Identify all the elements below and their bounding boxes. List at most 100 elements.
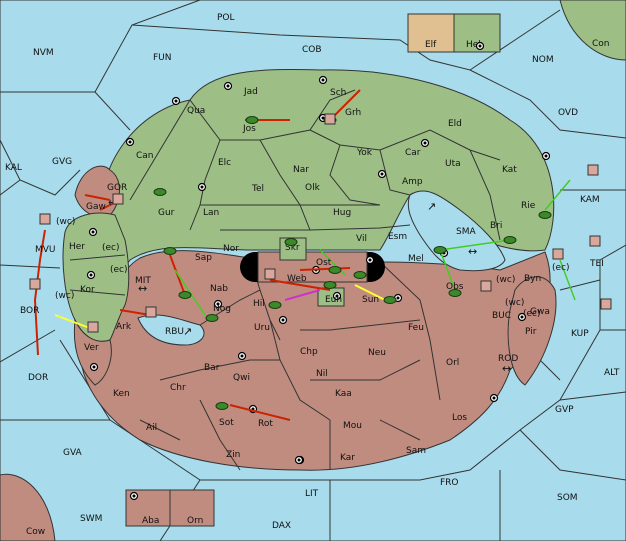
svg-text:↔: ↔	[138, 282, 147, 295]
province-label: Mou	[343, 421, 362, 431]
province-label: Los	[452, 413, 467, 423]
province-label: Neu	[368, 348, 386, 358]
sea-label: SWM	[80, 514, 102, 524]
supply-center-dot	[92, 365, 96, 369]
army-unit-icon	[178, 291, 192, 299]
supply-center-dot	[240, 354, 244, 358]
coast-mark: (ec)	[102, 243, 120, 253]
province-label: Cow	[26, 527, 45, 537]
supply-center-dot	[335, 294, 339, 298]
supply-center-dot	[492, 396, 496, 400]
hel-legend-label: Hel	[466, 40, 481, 50]
fleet-unit-icon	[600, 298, 612, 310]
province-label: Sun	[362, 295, 379, 305]
province-label: Vil	[356, 234, 367, 244]
supply-center-dot	[89, 273, 93, 277]
supply-center-dot	[368, 258, 372, 262]
west-island	[62, 165, 130, 386]
province-label: Bar	[204, 363, 220, 373]
province-label: Ark	[116, 322, 132, 332]
coast-marks: (wc)(ec)(ec)(wc)(wc)(ec)(wc)(ec)	[55, 217, 570, 319]
central-strip	[257, 251, 368, 283]
province-borders	[69, 89, 501, 471]
sea-label: GVG	[52, 157, 72, 167]
province-label: Byn	[524, 274, 541, 284]
fleet-unit-icon	[552, 248, 564, 260]
sea-label: FRO	[440, 478, 459, 488]
coast-mark: (ec)	[552, 263, 570, 273]
province-label: Rie	[521, 201, 536, 211]
sea-label: SMA	[456, 227, 476, 237]
province-label: Zin	[226, 450, 240, 460]
province-label: Con	[592, 39, 610, 49]
fleet-unit-icon	[480, 280, 492, 292]
province-label: Ail	[146, 423, 157, 433]
coast-mark: (wc)	[56, 217, 75, 227]
province-label: Chp	[300, 347, 318, 357]
province-label: Grh	[345, 108, 361, 118]
power-legend: Elf Hel	[407, 13, 501, 53]
province-label: Hil	[253, 299, 265, 309]
supply-center-dot	[132, 494, 136, 498]
province-label: Uru	[254, 323, 270, 333]
province-label: Feu	[408, 323, 424, 333]
province-label: Rot	[258, 419, 273, 429]
province-label: Nog	[213, 304, 231, 314]
province-label: Ost	[316, 258, 332, 268]
province-label: Car	[405, 148, 421, 158]
province-label: Nab	[210, 284, 228, 294]
fleet-unit-icon	[39, 213, 51, 225]
supply-center-dot	[520, 315, 524, 319]
sea-label: MIT	[135, 276, 151, 286]
province-label: Kaa	[335, 389, 352, 399]
province-label: Web	[287, 274, 307, 284]
province-label: Gur	[158, 208, 175, 218]
supply-center-dot	[478, 44, 482, 48]
province-label: Can	[136, 151, 154, 161]
army-unit-icon	[323, 281, 337, 289]
province-label: Orl	[446, 358, 459, 368]
sea-label: FUN	[153, 53, 172, 63]
province-label: Uta	[445, 159, 461, 169]
army-unit-icon	[328, 266, 342, 274]
sea-label: KUP	[571, 329, 589, 339]
province-label: Kor	[80, 285, 95, 295]
sea-label: MVU	[35, 245, 56, 255]
army-unit-icon	[538, 211, 552, 219]
elf-legend-box	[407, 13, 455, 53]
province-label: Sot	[219, 418, 234, 428]
sea-label: ROD	[498, 354, 518, 364]
army-unit-icon	[205, 314, 219, 322]
supply-center-dot	[544, 154, 548, 158]
province-label: Nor	[223, 244, 239, 254]
sea-label: KAL	[5, 163, 22, 173]
province-label: Ken	[113, 389, 130, 399]
province-label: Bri	[490, 221, 502, 231]
army-unit-icon	[163, 247, 177, 255]
supply-center-dot	[91, 230, 95, 234]
elf-legend-label: Elf	[425, 40, 437, 50]
province-label: Kar	[340, 453, 355, 463]
army-unit-icon	[448, 289, 462, 297]
army-unit-icon	[268, 301, 282, 309]
sea-label: BOR	[20, 306, 39, 316]
orn-block	[169, 489, 215, 527]
sea-label: ALT	[604, 368, 620, 378]
province-label: Jos	[242, 124, 256, 134]
sea-label: OVD	[558, 108, 578, 118]
province-label: Orn	[187, 516, 203, 526]
coast-mark: (wc)	[505, 298, 524, 308]
province-label: Sch	[330, 88, 346, 98]
province-label: Sap	[195, 253, 212, 263]
sea-label: BUC	[492, 311, 511, 321]
supply-center-dot	[128, 140, 132, 144]
coast-mark: (ec)	[523, 309, 541, 319]
province-label: Ver	[84, 343, 99, 353]
province-label: Esm	[388, 232, 407, 242]
main-island	[79, 68, 555, 471]
province-label: Lan	[203, 208, 219, 218]
east-island	[507, 276, 557, 386]
province-label: Amp	[402, 177, 423, 187]
province-label: Eld	[448, 119, 462, 129]
